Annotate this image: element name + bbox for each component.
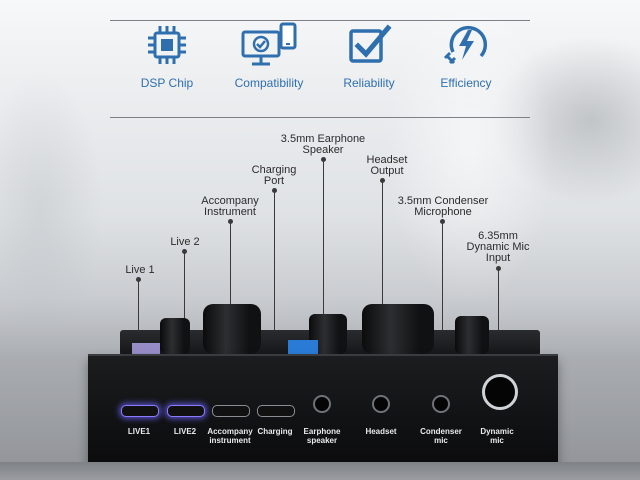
divider-bottom [110,117,530,118]
knob [362,304,434,354]
feature-label: Compatibility [234,76,304,90]
callout-accompany: Accompany Instrument [201,195,259,218]
port-live1 [121,405,159,417]
chip-icon [148,26,186,64]
port-label-live1: LIVE1 [127,427,151,436]
callout-charging: Charging Port [251,164,297,187]
knob [203,304,261,354]
port-label-accompany: Accompany instrument [207,427,253,445]
port-live2 [167,405,205,417]
port-charging [257,405,295,417]
feature-label: Efficiency [440,76,492,90]
feature-dsp-chip: DSP Chip [117,22,217,90]
jack-earphone [313,395,331,413]
callout-earphone: 3.5mm Earphone Speaker [280,133,366,156]
feature-label: Reliability [343,76,395,90]
leader-charging [272,188,277,397]
led-button [132,343,160,355]
port-label-earphone: Earphone speaker [303,427,341,445]
feature-label: DSP Chip [140,76,194,90]
feature-compatibility: Compatibility [219,22,319,90]
leader-dynamic [496,266,501,372]
leader-condenser [440,219,445,396]
leader-live1 [136,277,141,349]
callout-live2: Live 2 [170,236,200,248]
knob [455,316,489,354]
callout-condenser: 3.5mm Condenser Microphone [397,195,489,218]
port-label-live2: LIVE2 [173,427,197,436]
port-label-charging: Charging [257,427,293,436]
blue-switch [288,340,318,354]
leader-headset [380,178,385,396]
callout-live1: Live 1 [125,264,155,276]
jack-dynamic [482,374,518,410]
jack-headset [372,395,390,413]
port-accompany [212,405,250,417]
feature-reliability: Reliability [319,22,419,90]
leader-earphone [321,157,326,396]
port-label-headset: Headset [365,427,397,436]
checkbox-icon [349,24,392,63]
port-label-dynamic: Dynamic mic [480,427,514,445]
callout-dynamic: 6.35mm Dynamic Mic Input [466,230,530,264]
knob [160,318,190,354]
reflective-surface [0,462,640,480]
monitor-phone-check-icon [241,22,297,66]
callout-headset: Headset Output [366,154,408,177]
feature-efficiency: Efficiency [416,22,516,90]
divider-top [110,20,530,21]
lightning-plug-icon [443,25,488,65]
port-label-condenser: Condenser mic [420,427,462,445]
jack-condenser [432,395,450,413]
